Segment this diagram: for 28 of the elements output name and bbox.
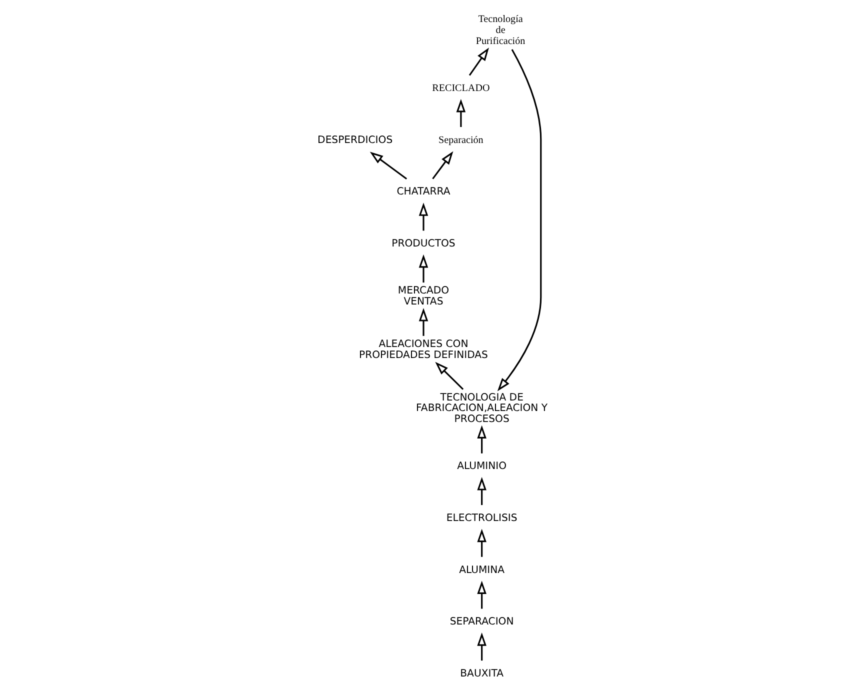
arrow	[496, 49, 542, 392]
node-text: Tecnología de Purificación	[475, 14, 525, 47]
node-text: RECICLADO	[432, 82, 490, 94]
arrow	[476, 477, 486, 506]
node-text: CHATARRA	[396, 186, 450, 198]
arrow	[418, 308, 428, 336]
arrow	[434, 362, 464, 390]
arrow	[476, 632, 486, 661]
node-text: ALEACIONES CON PROPIEDADES DEFINIDAS	[358, 338, 488, 361]
node-text: PRODUCTOS	[391, 238, 455, 250]
arrow	[418, 254, 428, 283]
arrow	[418, 202, 428, 231]
node-text: ALUMINA	[458, 564, 504, 576]
node-text: ELECTROLISIS	[446, 512, 517, 524]
arrow	[476, 528, 486, 557]
node-text: SEPARACION	[449, 616, 514, 628]
arrow	[432, 151, 453, 180]
node-text: MERCADO VENTAS	[397, 286, 449, 308]
node-text: DESPERDICIOS	[317, 134, 392, 146]
arrow	[476, 425, 486, 454]
arrow	[476, 580, 486, 609]
arrow	[369, 152, 407, 180]
node-text: ALUMINIO	[456, 461, 506, 472]
arrow	[468, 48, 488, 76]
node-text: TECNOLOGIA DE FABRICACION,ALEACION Y PROCESOS	[416, 392, 548, 425]
arrow	[456, 98, 466, 127]
node-text: Separación	[438, 134, 483, 146]
node-text: BAUXITA	[460, 668, 503, 680]
